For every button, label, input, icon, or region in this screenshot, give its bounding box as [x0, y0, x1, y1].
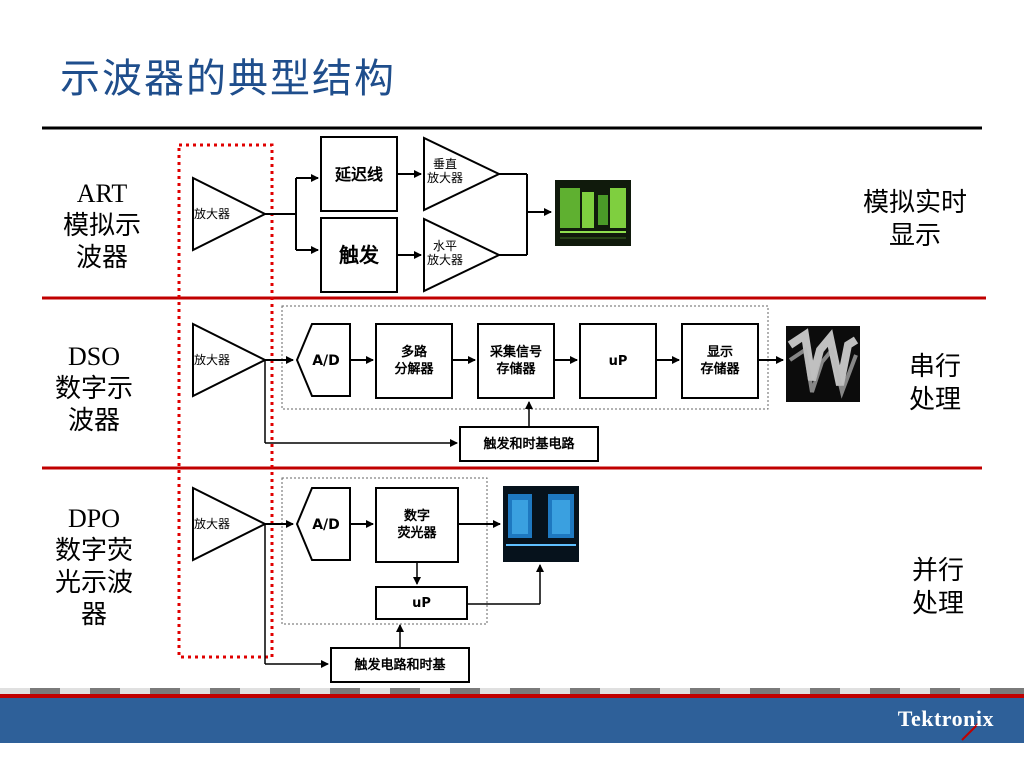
art-right-label: 模拟实时 显示: [862, 188, 967, 250]
dso-trigger-block: [459, 426, 599, 462]
vertical-amp-shape: [423, 136, 502, 212]
dpo-up-label: uP: [412, 595, 431, 611]
dso-amplifier-label: 放大器: [193, 353, 230, 367]
footer-checker: [0, 688, 1024, 694]
trigger-block: [320, 217, 398, 293]
vertical-amp-label: 垂直 放大器: [426, 157, 463, 185]
dso-up-label: uP: [608, 353, 628, 369]
digital-phosphor-label: 数字 荧光器: [397, 509, 437, 541]
acq-memory-block: [477, 323, 555, 399]
dpo-up-block: [375, 586, 468, 620]
page-title: 示波器的典型结构: [60, 56, 396, 102]
demux-label: 多路 分解器: [394, 345, 434, 377]
brand-logo: Tektronix: [897, 706, 994, 731]
trigger-label: 触发: [339, 242, 379, 267]
acq-memory-label: 采集信号 存储器: [489, 345, 542, 377]
art-amplifier-shape: [192, 176, 268, 252]
dpo-trigger-label: 触发电路和时基: [354, 657, 446, 673]
display-memory-label: 显示 存储器: [700, 345, 740, 377]
dpo-ad-label: A/D: [312, 516, 340, 533]
dso-right-label: 串行 处理: [908, 352, 961, 414]
display-memory-block: [681, 323, 759, 399]
dso-ad-label: A/D: [312, 352, 340, 369]
art-screen-image: [555, 180, 631, 246]
delay-line-block: [320, 136, 398, 212]
amplifier-highlight-box: [177, 143, 274, 659]
art-amplifier-label: 放大器: [193, 207, 230, 221]
digital-phosphor-block: [375, 487, 459, 563]
art-row-label: ART 模拟示 波器: [62, 179, 141, 272]
brand-underline-icon: [961, 721, 981, 741]
dso-dotted-box: [281, 305, 769, 410]
dpo-row-label: DPO 数字荧 光示波 器: [54, 504, 133, 629]
dpo-screen-image: [503, 486, 579, 562]
dso-row-label: DSO 数字示 波器: [54, 342, 133, 435]
footer-blue-band: [0, 694, 1024, 698]
horizontal-amp-shape: [423, 217, 502, 293]
dpo-amplifier-label: 放大器: [193, 517, 230, 531]
horizontal-amp-label: 水平 放大器: [426, 239, 463, 267]
delay-line-label: 延迟线: [334, 164, 383, 184]
dpo-dotted-box: [281, 477, 488, 625]
dso-screen-image: [786, 326, 860, 402]
dso-amplifier-shape: [192, 322, 268, 398]
dso-trigger-label: 触发和时基电路: [483, 436, 575, 452]
dpo-amplifier-shape: [192, 486, 268, 562]
dpo-right-label: 并行 处理: [911, 556, 964, 618]
demux-block: [375, 323, 453, 399]
